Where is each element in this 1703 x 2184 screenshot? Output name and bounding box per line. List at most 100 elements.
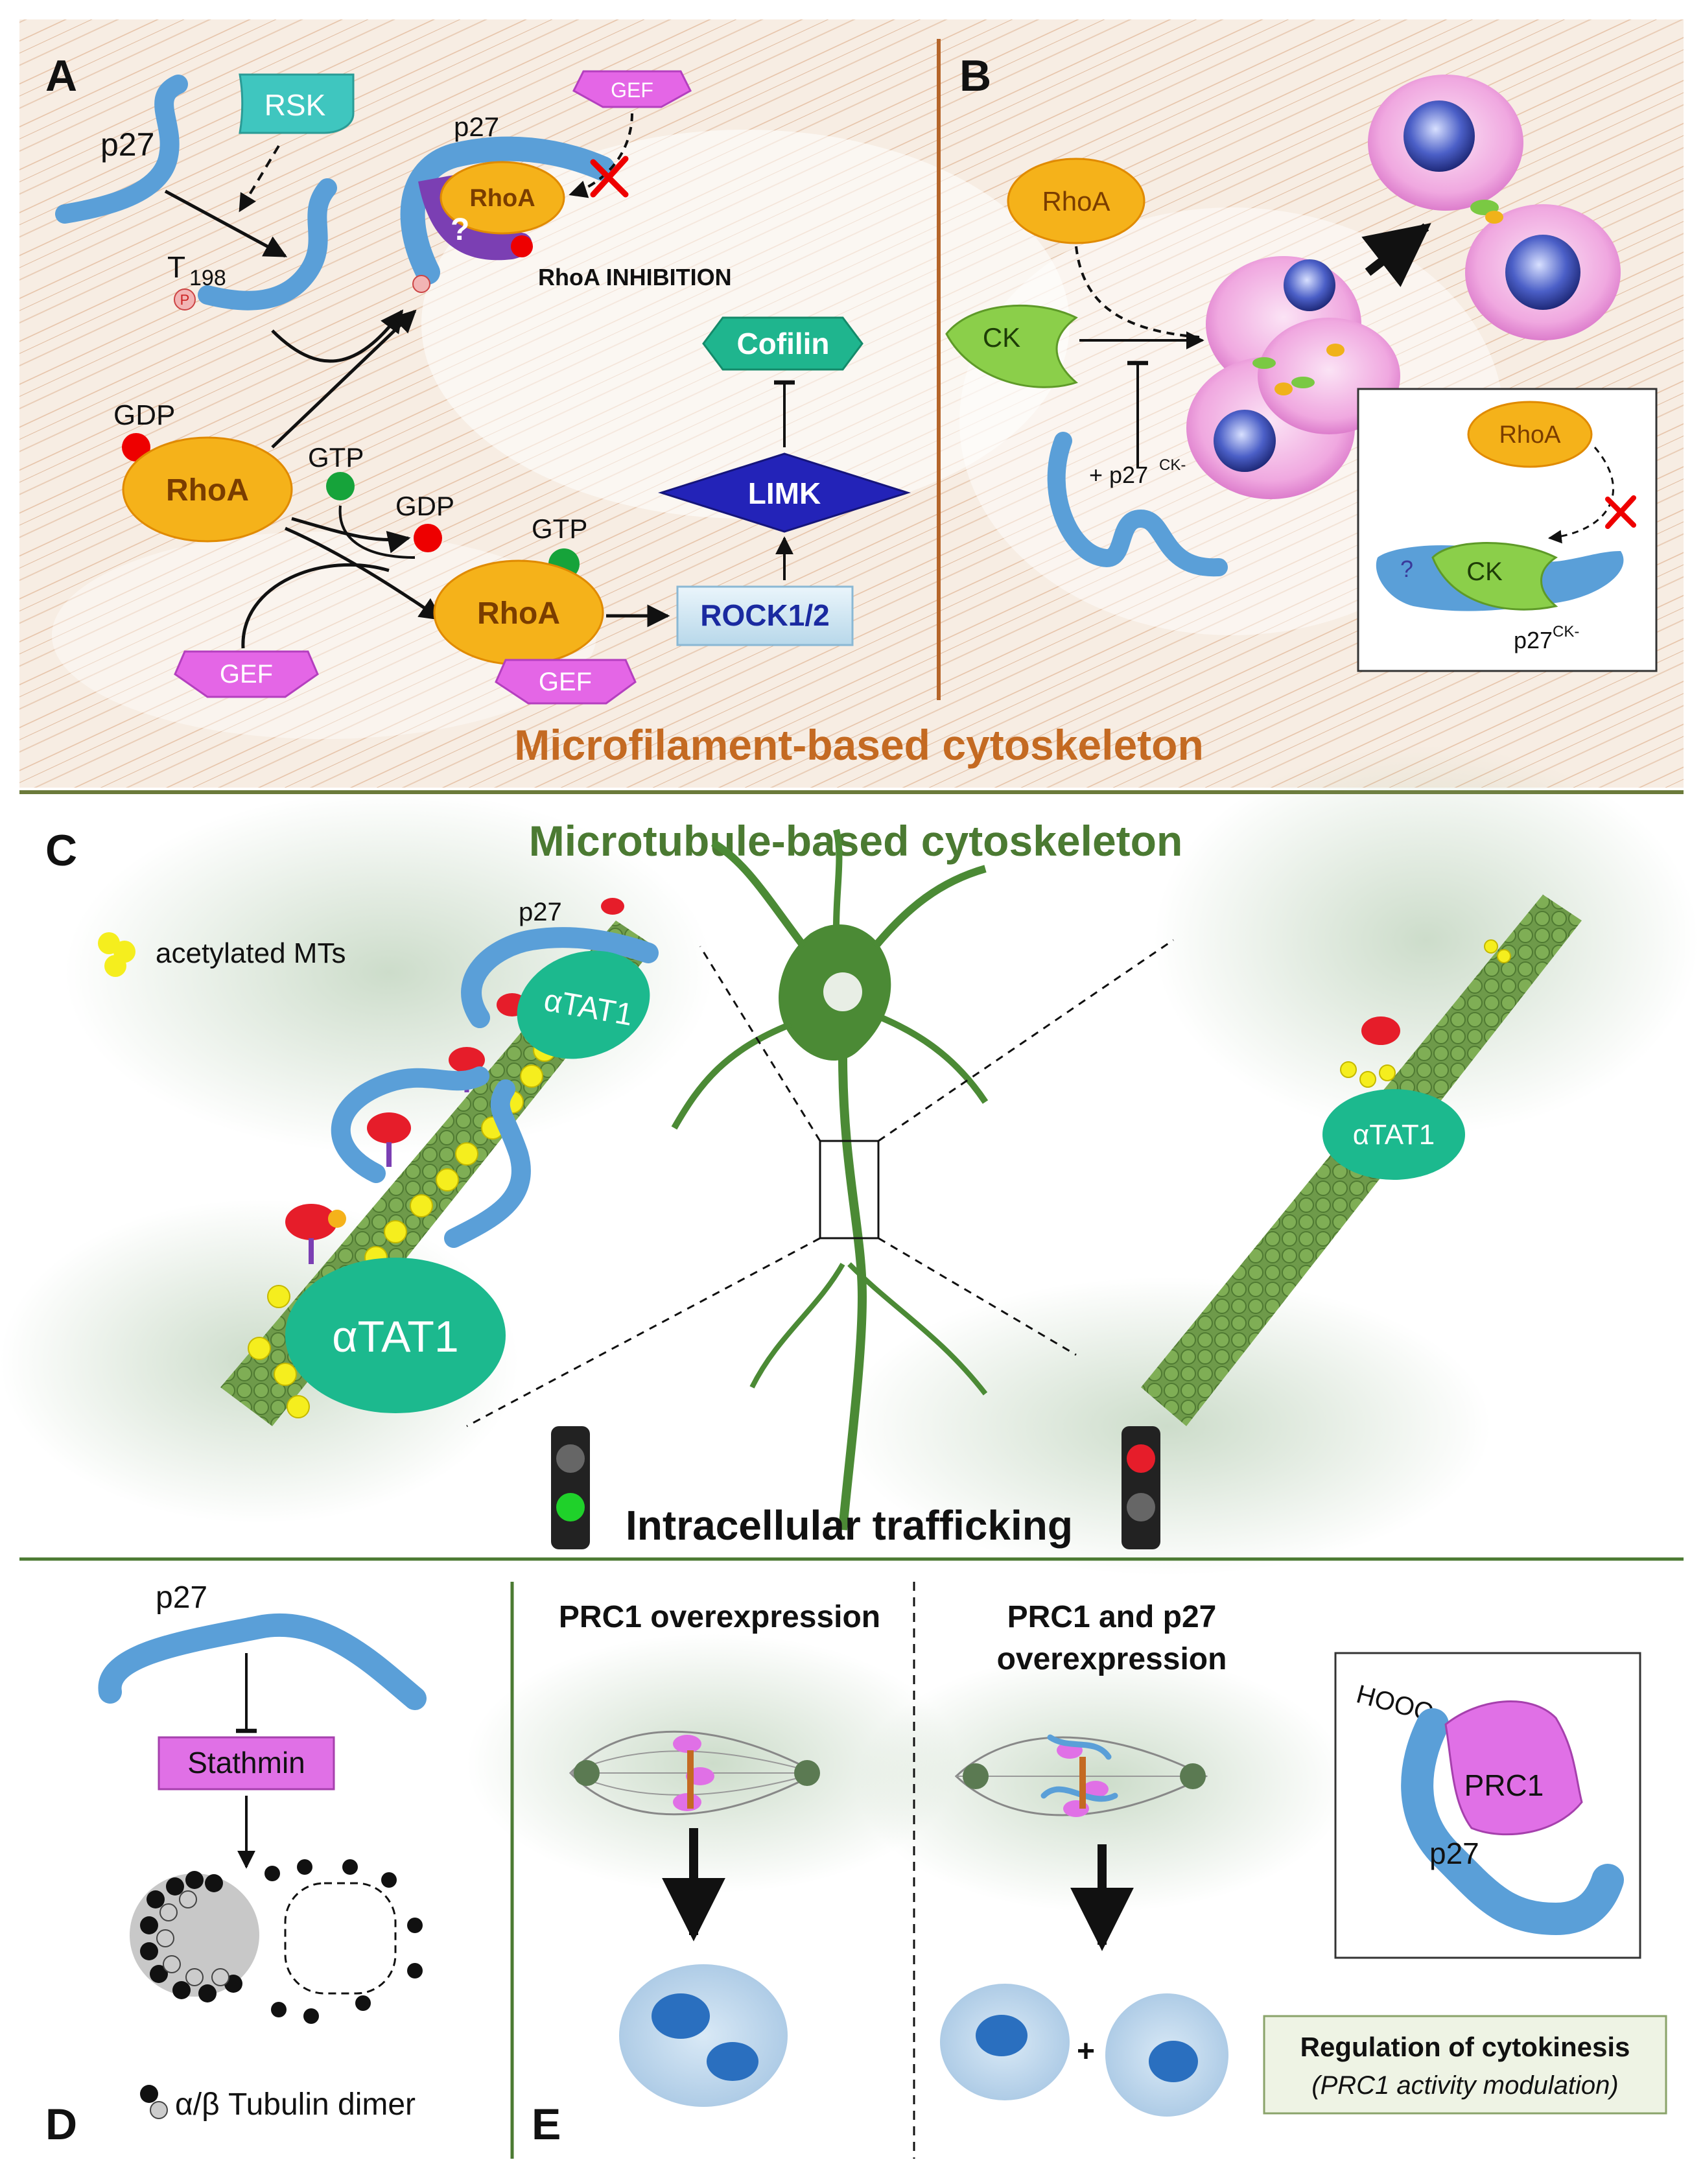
gef-top-label: GEF <box>611 78 653 102</box>
p27-on-mt-strand-2 <box>331 1066 489 1183</box>
rock-box <box>676 585 854 646</box>
gtp-exchange-arrow <box>338 505 416 559</box>
inset-ck-protein <box>1431 542 1558 611</box>
block-cross-icon <box>590 156 629 198</box>
p27ck-label: + p27 <box>1089 462 1148 488</box>
to-complex-arrow <box>271 309 404 363</box>
gef-left-pentagon <box>174 650 319 698</box>
acetyl-legend-label: acetylated MTs <box>156 937 346 969</box>
rhoa-to-complex-arrow <box>271 309 417 449</box>
panel-letter-e: E <box>532 2100 561 2149</box>
stathmin-box <box>158 1736 335 1791</box>
rhoa-b <box>1007 158 1145 244</box>
phosphorylation-arrow <box>164 189 288 258</box>
rhoa-b-dashed-arrow <box>1075 246 1200 338</box>
trafficking-label: Intracellular trafficking <box>626 1502 1073 1549</box>
panel-letter-d: D <box>45 2100 77 2149</box>
zoom-line-left-1 <box>699 946 821 1142</box>
gdp-release-arrow <box>291 517 411 554</box>
cofilin-hexagon <box>702 316 863 371</box>
inset-p27ck-label: p27 <box>1514 627 1553 653</box>
inhibition-label: RhoA INHIBITION <box>538 264 732 290</box>
p27-free-protein <box>55 75 188 224</box>
inset-p27ck-superscript: CK- <box>1553 623 1579 640</box>
rsk-dashed-arrow <box>239 145 280 213</box>
atat1-right-label: αTAT1 <box>1353 1119 1435 1151</box>
inset-question: ? <box>1400 556 1413 582</box>
rhoa-gtp-label: RhoA <box>477 596 560 631</box>
traffic-light-stop-icon <box>1122 1426 1160 1549</box>
p27-bound-label: p27 <box>454 112 499 142</box>
panel-b-inset: RhoA ? CK p27 CK- <box>1357 388 1658 672</box>
prc1-p27-title-line-2: overexpression <box>997 1642 1227 1676</box>
panel-letter-a: A <box>45 51 77 100</box>
gef-bound-label: GEF <box>539 668 592 696</box>
stathmin-label: Stathmin <box>187 1746 305 1779</box>
gef-activation-arrow <box>241 563 390 649</box>
inset-rhoa <box>1467 401 1593 468</box>
rhoa-inhibited-gdp-dot <box>511 235 533 257</box>
p27-wrapping-protein <box>400 136 615 285</box>
inset-prc1-protein <box>1444 1700 1583 1836</box>
p27-on-mt-strand-1 <box>461 927 659 1028</box>
p27-phosphorylated-protein <box>198 178 337 311</box>
motor-protein-icons <box>285 898 624 1264</box>
inset-rhoa-label: RhoA <box>1499 421 1561 449</box>
mitotic-spindle-prc1-p27 <box>954 1734 1208 1817</box>
gtp-bound-label: GTP <box>532 513 587 544</box>
gef-left-label: GEF <box>220 660 273 688</box>
activation-arrow <box>284 526 443 621</box>
atat1-big <box>285 1258 506 1413</box>
gdp-mid-label: GDP <box>395 491 454 521</box>
ck-protein <box>945 305 1078 388</box>
p27-d-protein <box>98 1613 427 1710</box>
right-motor <box>1361 1016 1400 1045</box>
division-progress-arrow <box>1361 222 1431 287</box>
phospho-symbol: P <box>180 292 190 308</box>
complex-phospho-site <box>412 275 430 293</box>
gtp-free-dot <box>326 472 355 500</box>
inset-block-cross-icon <box>1605 495 1636 529</box>
p27ck-superscript: CK- <box>1159 456 1186 474</box>
zoom-line-right-2 <box>878 1237 1077 1356</box>
panel-d: p27 Stathmin <box>45 1580 427 2149</box>
regulation-title: Regulation of cytokinesis <box>1300 2032 1630 2062</box>
plus-sign: + <box>1077 2034 1095 2069</box>
p27ck-free-protein <box>1047 432 1228 577</box>
right-acetyl-marks <box>1340 939 1511 1088</box>
panel-a: A p27 RSK T 198 P p27 RhoA ? RhoA INHIBI… <box>45 51 911 705</box>
panel-letter-b: B <box>959 51 991 100</box>
t198-label: T <box>167 250 185 284</box>
depolymerizing-microtubule <box>130 1859 423 2024</box>
rhoa-inhibited <box>440 161 565 235</box>
two-daughter-cells <box>940 1984 1228 2117</box>
rhoa-gdp-label: RhoA <box>166 473 249 508</box>
microtubule-title: Microtubule-based cytoskeleton <box>529 817 1183 865</box>
panel-b: B RhoA CK + p27 CK- <box>945 51 1658 672</box>
traffic-light-go-icon <box>551 1426 590 1549</box>
ck-label: CK <box>983 322 1020 353</box>
rhoa-inhibited-label: RhoA <box>469 185 535 212</box>
gdp-left-label: GDP <box>113 399 175 431</box>
panel-letter-c: C <box>45 826 77 875</box>
atat1-right <box>1322 1089 1465 1180</box>
inset-p27-label: p27 <box>1429 1837 1479 1870</box>
limk-diamond <box>658 452 911 533</box>
mitotic-spindle-prc1 <box>569 1730 820 1816</box>
inset-p27-protein <box>1401 1708 1624 1936</box>
p27-d-label: p27 <box>156 1580 207 1615</box>
rock-label: ROCK1/2 <box>700 598 829 632</box>
phospho-site-t198 <box>174 288 196 311</box>
atat1-top <box>517 950 650 1059</box>
rhoa-b-label: RhoA <box>1042 186 1110 217</box>
t198-subscript: 198 <box>189 266 226 290</box>
inset-ck-label: CK <box>1466 558 1503 586</box>
question-mark-a: ? <box>451 213 469 247</box>
gtp-free-label: GTP <box>308 442 364 473</box>
rsk-kinase <box>239 73 355 134</box>
dividing-cell <box>1186 256 1400 499</box>
gef-bound-pentagon <box>495 659 637 705</box>
neuron-illustration <box>671 828 989 1531</box>
rsk-label: RSK <box>264 88 326 122</box>
